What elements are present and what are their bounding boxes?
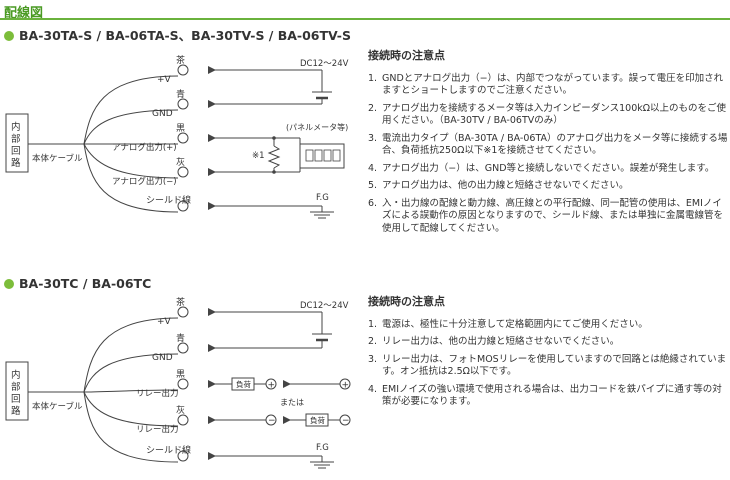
section-2-heading: BA-30TC / BA-06TC xyxy=(4,276,151,291)
svg-text:茶: 茶 xyxy=(176,296,185,308)
cable-label: 本体ケーブル xyxy=(32,401,83,412)
svg-text:黒: 黒 xyxy=(176,369,185,380)
svg-text:リレー出力: リレー出力 xyxy=(136,424,179,435)
section-2-title: BA-30TC / BA-06TC xyxy=(19,276,152,291)
notes-list: 1.GNDとアナログ出力（−）は、内部でつながっています。誤って電圧を印加されま… xyxy=(368,73,728,236)
note-item: 2.リレー出力は、他の出力線と短絡させないでください。 xyxy=(368,336,620,347)
page-title: 配線図 xyxy=(4,6,44,21)
internal-circuit-label: 内 xyxy=(11,121,21,133)
section-1-heading: BA-30TA-S / BA-06TA-S、BA-30TV-S / BA-06T… xyxy=(4,25,351,44)
note-item: 3.電流出力タイプ（BA-30TA / BA-06TA）のアナログ出力をメータ等… xyxy=(368,132,728,157)
note-item: 4.アナログ出力（−）は、GND等と接続しないでください。誤差が発生します。 xyxy=(368,162,715,174)
note-item: 3.リレー出力は、フォトMOSリレーを使用していますので回路とは絶縁されています… xyxy=(368,353,727,378)
svg-text:回: 回 xyxy=(11,394,21,405)
svg-text:シールド線: シールド線 xyxy=(146,444,191,456)
title-divider xyxy=(0,18,730,20)
svg-text:路: 路 xyxy=(11,405,21,417)
svg-text:部: 部 xyxy=(11,133,21,145)
fg-label: F.G xyxy=(316,443,329,453)
fg-label: F.G xyxy=(316,193,329,203)
svg-text:青: 青 xyxy=(176,332,185,344)
resistor xyxy=(267,145,281,169)
note-item: 6.入・出力線の配線と動力線、高圧線との平行配線、同一配管の使用は、EMIノイズ… xyxy=(368,197,724,234)
terminal xyxy=(177,200,189,212)
note-item: 5.アナログ出力は、他の出力線と短絡させないでください。 xyxy=(368,180,629,191)
terminal xyxy=(177,450,189,462)
terminal xyxy=(177,306,189,318)
notes-heading: 接続時の注意点 xyxy=(368,49,445,62)
bullet-icon xyxy=(4,279,14,289)
svg-text:部: 部 xyxy=(11,381,21,393)
minus-terminal xyxy=(265,414,277,426)
meter-label: (パネルメータ等) xyxy=(286,122,348,132)
svg-text:灰: 灰 xyxy=(176,404,185,416)
minus-terminal xyxy=(339,414,351,426)
terminal xyxy=(177,414,189,426)
or-label: または xyxy=(280,398,304,407)
note-item: 2.アナログ出力を接続するメータ等は入力インピーダンス100kΩ以上のものをご使… xyxy=(368,102,727,127)
bullet-icon xyxy=(4,31,14,41)
wire-label: シールド線 xyxy=(146,194,191,206)
supply-label: DC12〜24V xyxy=(300,59,349,69)
internal-circuit-box xyxy=(5,361,29,421)
panel-meter xyxy=(299,143,345,169)
plus-terminal xyxy=(265,378,277,390)
terminal xyxy=(177,166,189,178)
plus-terminal xyxy=(339,378,351,390)
notes-list: 1.電源は、極性に十分注意して定格範囲内にてご使用ください。 2.リレー出力は、… xyxy=(368,319,728,409)
supply-label: DC12〜24V xyxy=(300,301,349,311)
note-item: 4.EMIノイズの強い環境で使用される場合は、出力コードを鉄パイプに通す等の対策… xyxy=(368,383,722,408)
svg-text:−: − xyxy=(268,416,276,426)
wire-color-label: 茶 xyxy=(176,54,185,66)
cable-label: 本体ケーブル xyxy=(32,153,83,164)
svg-text:−: − xyxy=(342,416,350,426)
wire-color-label: 黒 xyxy=(176,123,185,134)
wire-label: アナログ出力(−) xyxy=(112,176,177,187)
terminal xyxy=(177,342,189,354)
wire-color-label: 青 xyxy=(176,88,185,100)
resistor-label: ※1 xyxy=(252,151,265,161)
notes-relay: 接続時の注意点 1.電源は、極性に十分注意して定格範囲内にてご使用ください。 2… xyxy=(368,295,728,414)
svg-text:+V: +V xyxy=(157,317,172,327)
svg-text:内: 内 xyxy=(11,369,21,381)
svg-text:GND: GND xyxy=(152,353,173,363)
wire-label: +V xyxy=(157,75,172,85)
load-label: 負荷 xyxy=(236,379,251,389)
wire-label: アナログ出力(+) xyxy=(112,142,177,153)
svg-text:路: 路 xyxy=(11,157,21,169)
terminal xyxy=(177,378,189,390)
svg-text:+: + xyxy=(342,381,350,391)
svg-text:リレー出力: リレー出力 xyxy=(136,388,179,399)
terminal xyxy=(177,132,189,144)
wire-color-label: 灰 xyxy=(176,156,185,168)
wiring-diagram-relay: 内 部 回 路 本体ケーブル 茶 +V 青 GND 黒 リレー出力 灰 リレー出… xyxy=(5,296,351,469)
svg-text:+: + xyxy=(268,381,276,391)
terminal xyxy=(177,98,189,110)
internal-circuit-box xyxy=(5,113,29,173)
section-1-title: BA-30TA-S / BA-06TA-S、BA-30TV-S / BA-06T… xyxy=(19,28,351,43)
notes-heading: 接続時の注意点 xyxy=(368,295,445,308)
terminal xyxy=(177,64,189,76)
notes-analog: 接続時の注意点 1.GNDとアナログ出力（−）は、内部でつながっています。誤って… xyxy=(368,49,728,240)
note-item: 1.GNDとアナログ出力（−）は、内部でつながっています。誤って電圧を印加されま… xyxy=(368,72,724,97)
note-item: 1.電源は、極性に十分注意して定格範囲内にてご使用ください。 xyxy=(368,318,648,330)
svg-text:負荷: 負荷 xyxy=(310,415,325,425)
svg-text:回: 回 xyxy=(11,146,21,157)
wire-label: GND xyxy=(152,109,173,119)
wiring-diagram-analog: 内 部 回 路 本体ケーブル 茶 +V 青 GND 黒 アナログ出力(+) 灰 … xyxy=(5,54,349,219)
